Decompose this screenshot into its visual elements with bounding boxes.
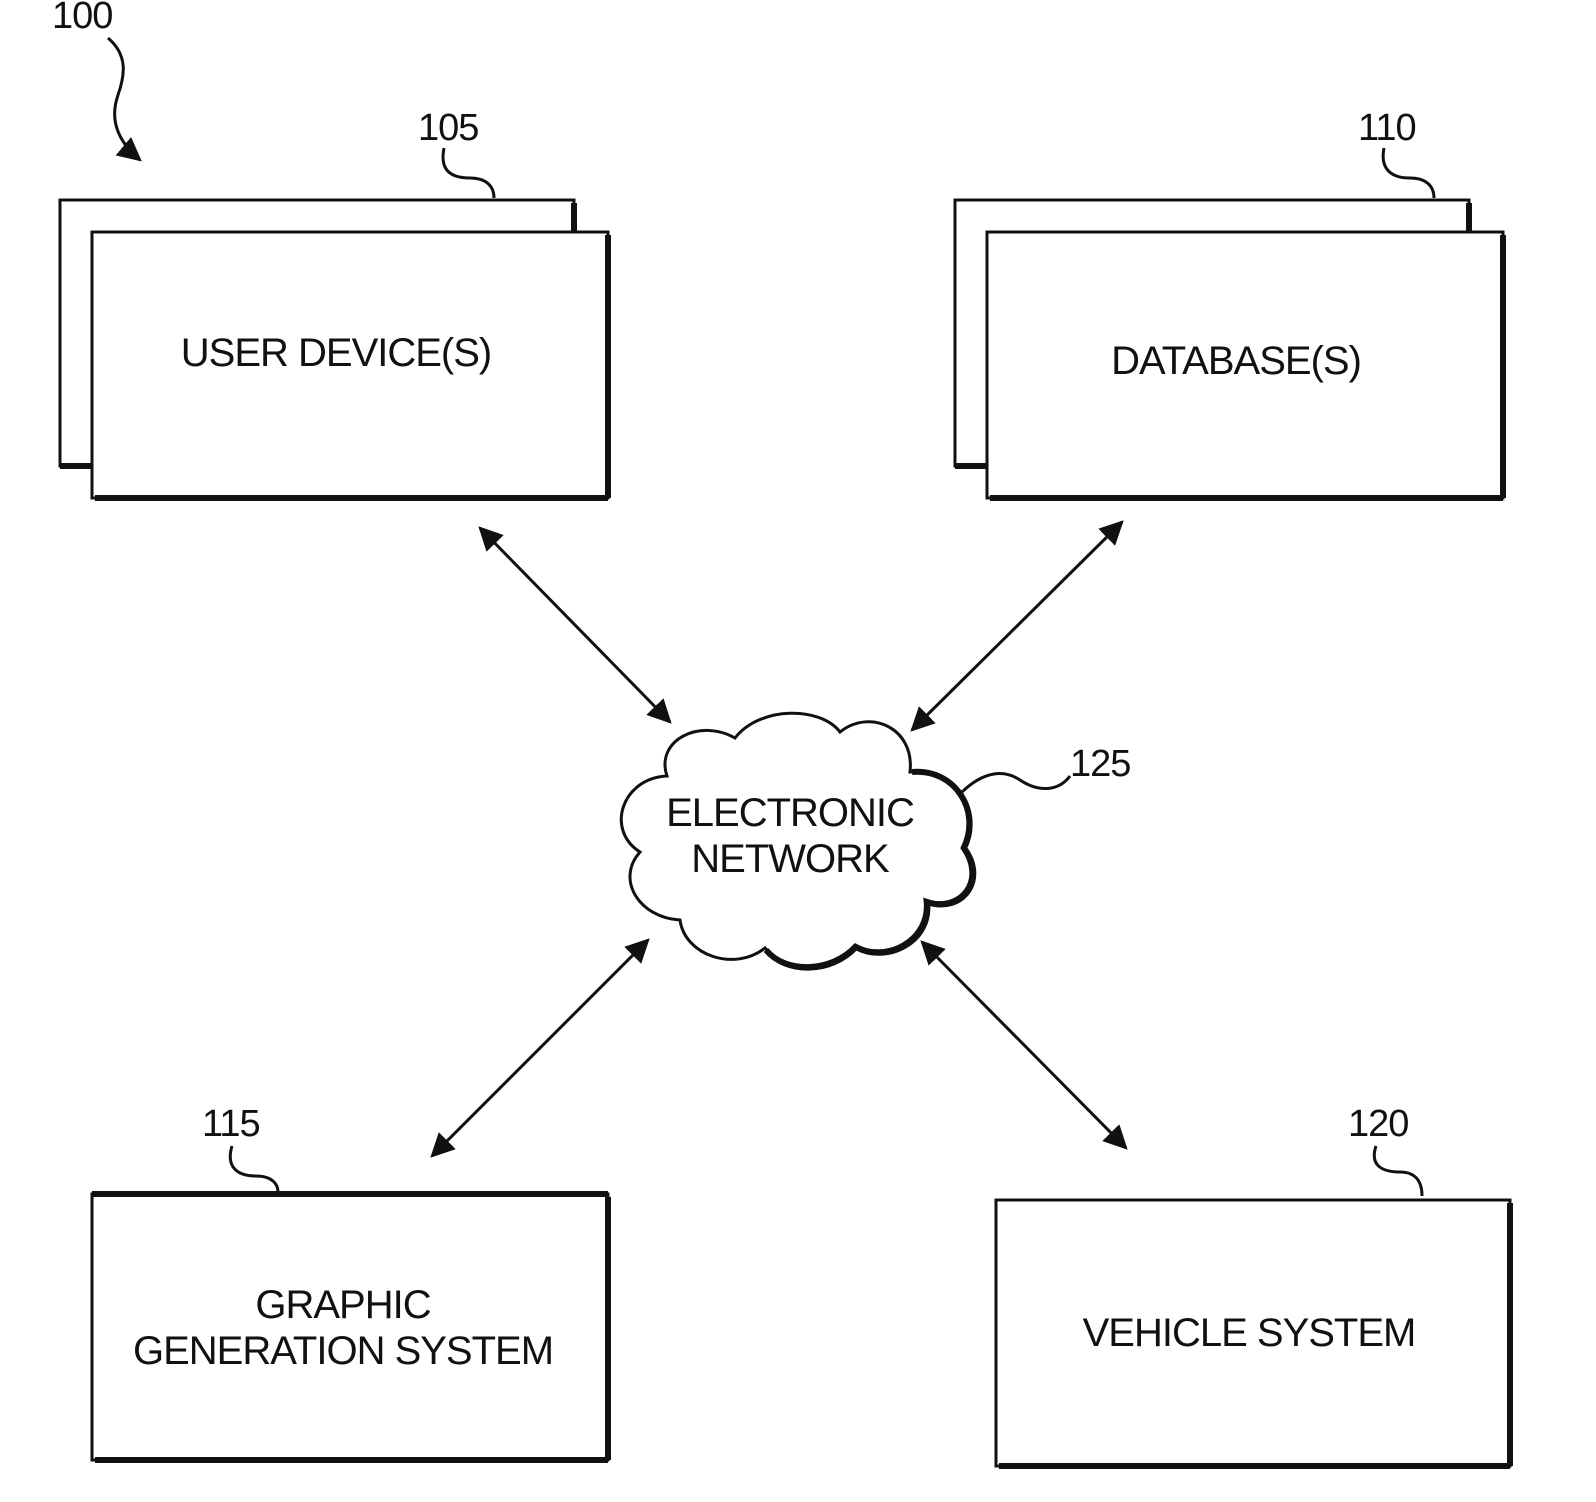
graphic-generation-label-line1: GRAPHIC bbox=[255, 1283, 430, 1327]
connector-vehicle-system-network bbox=[922, 942, 1126, 1148]
databases-node: DATABASE(S) 110 bbox=[955, 107, 1503, 498]
graphic-generation-node: GRAPHIC GENERATION SYSTEM 115 bbox=[92, 1103, 608, 1460]
electronic-network-leader bbox=[962, 774, 1070, 792]
electronic-network-label-line2: NETWORK bbox=[691, 837, 890, 881]
databases-reference: 110 bbox=[1358, 107, 1416, 149]
user-devices-reference: 105 bbox=[418, 107, 478, 149]
user-devices-label: USER DEVICE(S) bbox=[181, 331, 492, 375]
electronic-network-node: ELECTRONIC NETWORK 125 bbox=[621, 713, 1130, 967]
vehicle-system-label: VEHICLE SYSTEM bbox=[1083, 1311, 1416, 1355]
databases-label: DATABASE(S) bbox=[1111, 339, 1361, 383]
graphic-generation-label-line2: GENERATION SYSTEM bbox=[133, 1329, 553, 1373]
graphic-generation-reference: 115 bbox=[202, 1103, 260, 1145]
connector-user-devices-network bbox=[480, 528, 670, 722]
graphic-generation-box bbox=[92, 1194, 608, 1460]
databases-leader bbox=[1383, 148, 1434, 198]
electronic-network-label-line1: ELECTRONIC bbox=[666, 791, 914, 835]
electronic-network-reference: 125 bbox=[1070, 743, 1130, 785]
user-devices-leader bbox=[443, 148, 494, 198]
user-devices-node: USER DEVICE(S) 105 bbox=[60, 107, 608, 498]
vehicle-system-node: VEHICLE SYSTEM 120 bbox=[996, 1103, 1510, 1466]
figure-reference-arrow bbox=[108, 38, 140, 160]
vehicle-system-reference: 120 bbox=[1348, 1103, 1408, 1145]
connector-databases-network bbox=[912, 522, 1122, 730]
vehicle-system-leader bbox=[1374, 1146, 1422, 1196]
figure-reference: 100 bbox=[52, 0, 140, 160]
connector-graphic-generation-network bbox=[432, 940, 648, 1156]
graphic-generation-leader bbox=[230, 1146, 278, 1192]
figure-reference-number: 100 bbox=[52, 0, 112, 37]
